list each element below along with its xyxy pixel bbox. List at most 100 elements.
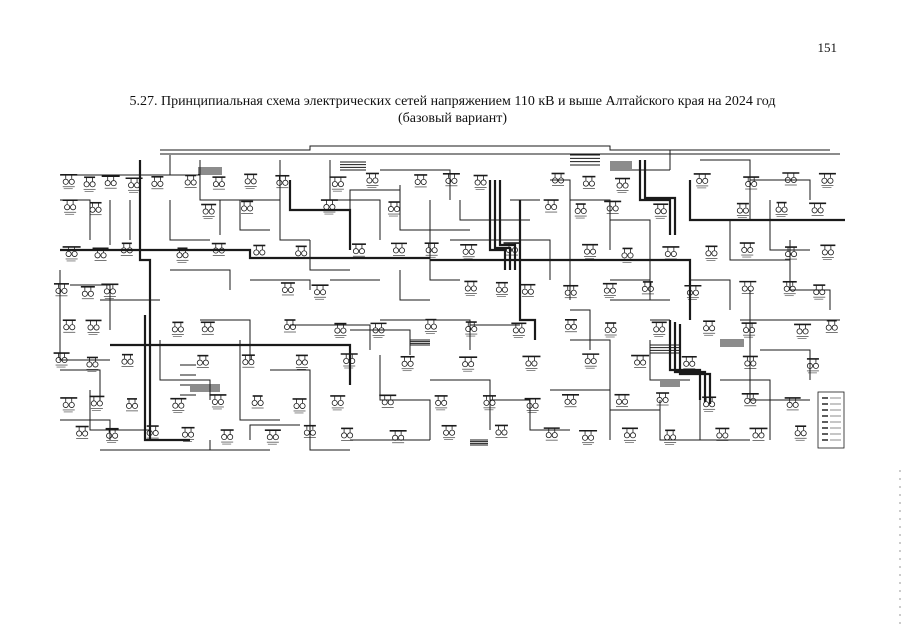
- transformer-winding: [789, 285, 796, 292]
- line-route: [789, 240, 831, 310]
- transformer-winding: [414, 178, 421, 185]
- transformer-winding: [506, 247, 513, 254]
- substation-symbol: [400, 355, 415, 372]
- substation-symbol: [494, 424, 508, 438]
- margin-marks: [899, 470, 901, 630]
- substation-symbol: [615, 177, 631, 193]
- substation-symbol: [121, 353, 134, 367]
- transformer-winding: [343, 357, 350, 364]
- transformer-winding: [201, 326, 208, 333]
- substation-symbol: [602, 282, 617, 298]
- transformer-winding: [783, 285, 790, 292]
- line-route: [200, 319, 251, 360]
- transformer-winding: [177, 326, 184, 333]
- transformer-winding: [686, 289, 693, 296]
- transformer-winding: [68, 178, 75, 185]
- transformer-winding: [378, 327, 385, 334]
- substation-symbol: [705, 245, 718, 261]
- transformer-winding: [670, 434, 677, 441]
- substation-symbol: [662, 246, 680, 260]
- substation-symbol: [739, 242, 755, 258]
- transformer-winding: [800, 430, 807, 437]
- transformer-winding: [449, 429, 456, 436]
- transformer-winding: [202, 208, 209, 215]
- transformer-winding: [393, 206, 400, 213]
- substation-symbol: [125, 177, 143, 193]
- substation-symbol: [563, 284, 579, 299]
- busbar-cluster: [650, 344, 680, 354]
- transformer-winding: [525, 360, 532, 367]
- line-route: [379, 355, 431, 440]
- transformer-winding: [792, 401, 799, 408]
- transformer-winding: [622, 182, 629, 189]
- transformer-winding: [465, 326, 472, 333]
- transformer-winding: [69, 324, 76, 331]
- transformer-winding: [401, 360, 408, 367]
- transformer-winding: [372, 177, 379, 184]
- transformer-winding: [659, 326, 666, 333]
- transformer-winding: [349, 357, 356, 364]
- substation-symbol: [604, 322, 617, 338]
- transformer-winding: [551, 432, 558, 439]
- substation-symbol: [62, 199, 78, 215]
- substation-symbol: [424, 242, 439, 258]
- transformer-winding: [347, 432, 354, 439]
- substation-symbol: [702, 396, 717, 412]
- line-route: [199, 160, 280, 201]
- line-route: [59, 270, 110, 361]
- substation-symbol: [146, 425, 159, 439]
- trunk-route: [673, 322, 707, 402]
- transformer-winding: [656, 397, 663, 404]
- line-route: [209, 440, 270, 451]
- transformer-winding: [590, 248, 597, 255]
- transformer-winding: [831, 324, 838, 331]
- transformer-winding: [785, 251, 792, 258]
- substation-symbol: [120, 242, 133, 256]
- power-grid-schematic: [50, 140, 845, 458]
- trunk-route: [678, 324, 712, 404]
- transformer-winding: [703, 401, 710, 408]
- transformer-winding: [221, 434, 228, 441]
- transformer-winding: [323, 204, 330, 211]
- transformer-winding: [172, 402, 179, 409]
- legend-frame: [817, 391, 845, 449]
- transformer-winding: [629, 432, 636, 439]
- transformer-winding: [251, 400, 258, 407]
- transformer-winding: [696, 177, 703, 184]
- transformer-winding: [281, 286, 288, 293]
- transformer-winding: [489, 399, 496, 406]
- trunk-route: [60, 248, 430, 260]
- transformer-winding: [796, 328, 803, 335]
- transformer-winding: [603, 287, 610, 294]
- substation-symbol: [693, 173, 711, 189]
- transformer-winding: [82, 430, 89, 437]
- line-route: [570, 199, 611, 250]
- transformer-winding: [817, 207, 824, 214]
- transformer-winding: [283, 324, 290, 331]
- transformer-winding: [653, 326, 660, 333]
- transformer-winding: [501, 429, 508, 436]
- transformer-winding: [299, 402, 306, 409]
- line-route: [170, 269, 231, 290]
- substation-symbol: [441, 424, 457, 441]
- substation-symbol: [201, 203, 217, 219]
- transformer-winding: [736, 207, 743, 214]
- transformer-winding: [392, 434, 399, 441]
- substation-symbol: [825, 319, 838, 333]
- substation-symbol: [424, 318, 437, 334]
- title-line-2: (базовый вариант): [397, 111, 508, 126]
- line-route: [329, 160, 381, 240]
- substation-symbol: [703, 320, 716, 336]
- transformer-winding: [794, 430, 801, 437]
- substation-symbol: [794, 425, 807, 441]
- substation-symbol: [464, 280, 478, 296]
- substation-symbol: [614, 393, 630, 408]
- transformer-winding: [146, 430, 153, 437]
- transformer-winding: [202, 359, 209, 366]
- transformer-winding: [791, 251, 798, 258]
- transformer-winding: [157, 180, 164, 187]
- substation-symbol: [579, 429, 598, 446]
- transformer-winding: [702, 177, 709, 184]
- transformer-winding: [103, 288, 110, 295]
- substation-symbol: [794, 323, 812, 339]
